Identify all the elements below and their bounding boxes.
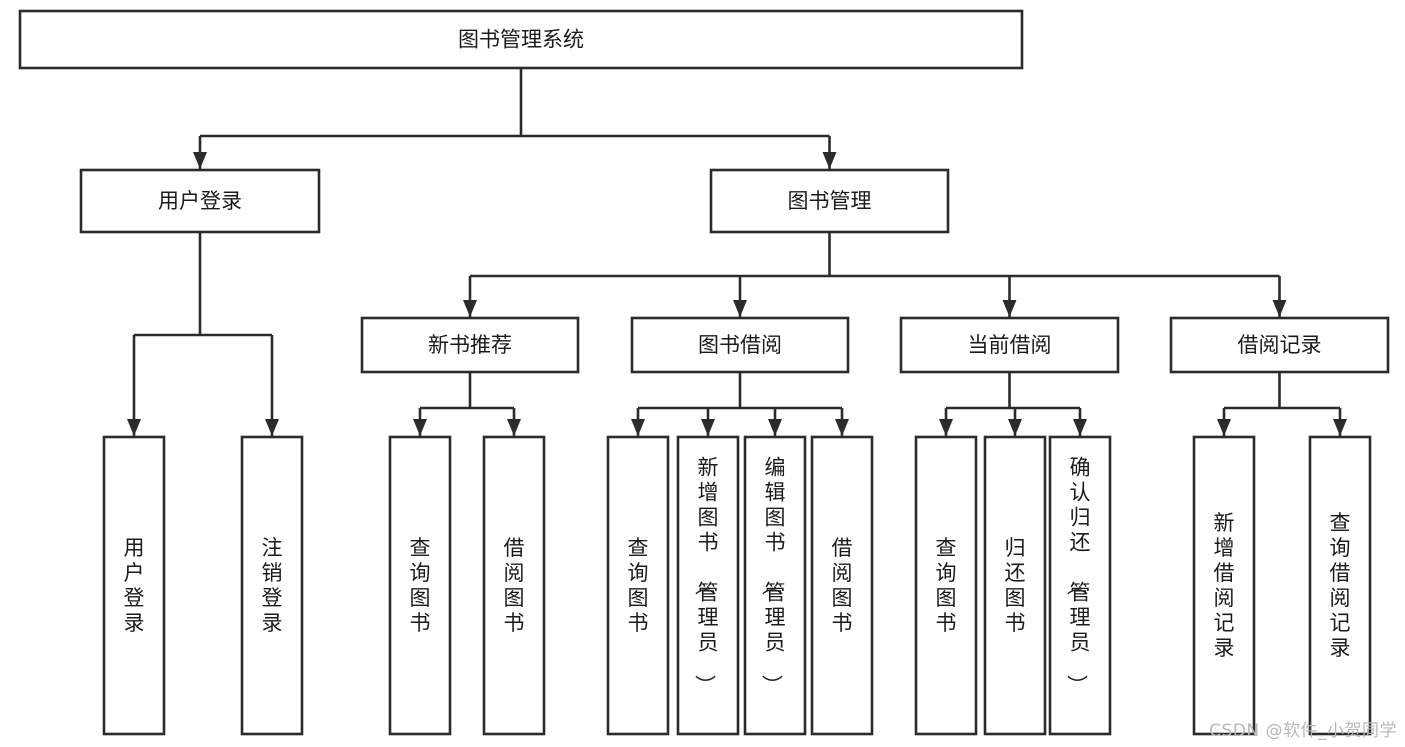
node-label-new-book-recommend: 新书推荐	[428, 333, 512, 357]
node-label-leaf-return-book: 归还图书	[1005, 536, 1026, 635]
node-leaf-add-book[interactable]: 新增图书（管理员）	[676, 435, 740, 736]
node-box-leaf-borrow-book-2	[810, 435, 874, 736]
node-box-leaf-add-book	[676, 435, 740, 736]
arrow-head-icon-level1-0	[193, 152, 207, 169]
arrow-head-icon-level2-1	[733, 300, 747, 317]
watermark-text: CSDN @软件_小贺同学	[1209, 721, 1397, 741]
node-box-leaf-confirm-return	[1048, 435, 1112, 736]
node-leaf-add-record[interactable]: 新增借阅记录	[1192, 435, 1256, 736]
node-box-leaf-add-record	[1192, 435, 1256, 736]
arrow-head-icon-leaf-1	[265, 419, 279, 436]
node-box-root	[18, 9, 1024, 70]
arrow-head-icon-leaf-3	[507, 419, 521, 436]
node-label-book-management: 图书管理	[788, 189, 872, 213]
node-label-leaf-add-record: 新增借阅记录	[1214, 511, 1235, 660]
node-box-book-management	[709, 168, 950, 234]
node-box-leaf-query-book-1	[388, 435, 452, 736]
arrow-head-icon-leaf-6	[768, 419, 782, 436]
node-label-root: 图书管理系统	[458, 28, 584, 52]
node-new-book-recommend[interactable]: 新书推荐	[360, 316, 580, 374]
node-label-leaf-add-book: 新增图书（管理员）	[693, 456, 719, 696]
node-box-leaf-edit-book	[743, 435, 807, 736]
node-leaf-user-login[interactable]: 用户登录	[102, 435, 166, 736]
node-box-current-borrow	[899, 316, 1120, 374]
node-leaf-query-book-3[interactable]: 查询图书	[914, 435, 978, 736]
node-box-leaf-user-login	[102, 435, 166, 736]
node-label-book-borrow: 图书借阅	[698, 333, 782, 357]
node-box-leaf-borrow-book-1	[482, 435, 546, 736]
arrow-head-icon-level2-0	[463, 300, 477, 317]
node-label-leaf-edit-book: 编辑图书（管理员）	[760, 456, 786, 696]
node-book-management[interactable]: 图书管理	[709, 168, 950, 234]
arrow-head-icon-leaf-10	[1073, 419, 1087, 436]
arrow-head-icon-leaf-0	[127, 419, 141, 436]
node-box-borrow-record	[1169, 316, 1390, 374]
node-box-leaf-logout-login	[240, 435, 304, 736]
node-leaf-logout-login[interactable]: 注销登录	[240, 435, 304, 736]
arrow-head-icon-leaf-5	[701, 419, 715, 436]
node-book-borrow[interactable]: 图书借阅	[630, 316, 850, 374]
node-label-leaf-user-login: 用户登录	[124, 536, 145, 635]
node-label-leaf-confirm-return: 确认归还（管理员）	[1065, 456, 1091, 696]
arrow-head-icon-leaf-12	[1333, 419, 1347, 436]
node-label-leaf-query-book-3: 查询图书	[936, 536, 957, 635]
arrow-head-icon-leaf-9	[1008, 419, 1022, 436]
node-borrow-record[interactable]: 借阅记录	[1169, 316, 1390, 374]
node-box-leaf-query-book-2	[606, 435, 670, 736]
arrow-head-icon-leaf-2	[413, 419, 427, 436]
node-box-leaf-query-book-3	[914, 435, 978, 736]
node-leaf-return-book[interactable]: 归还图书	[983, 435, 1047, 736]
arrow-head-icon-level2-2	[1002, 300, 1017, 317]
arrow-head-icon-level2-3	[1272, 300, 1287, 317]
node-leaf-query-book-2[interactable]: 查询图书	[606, 435, 670, 736]
node-leaf-confirm-return[interactable]: 确认归还（管理员）	[1048, 435, 1112, 736]
node-label-leaf-borrow-book-2: 借阅图书	[832, 536, 853, 635]
node-leaf-query-record[interactable]: 查询借阅记录	[1308, 435, 1372, 736]
node-leaf-edit-book[interactable]: 编辑图书（管理员）	[743, 435, 807, 736]
node-label-leaf-query-book-2: 查询图书	[628, 536, 649, 635]
connectors-layer	[127, 68, 1347, 436]
arrow-head-icon-leaf-4	[631, 419, 645, 436]
node-leaf-borrow-book-2[interactable]: 借阅图书	[810, 435, 874, 736]
arrow-head-icon-leaf-11	[1217, 419, 1231, 436]
node-user-login[interactable]: 用户登录	[79, 168, 321, 234]
node-box-new-book-recommend	[360, 316, 580, 374]
node-label-user-login: 用户登录	[158, 189, 242, 213]
node-label-leaf-borrow-book-1: 借阅图书	[504, 536, 525, 635]
node-label-leaf-query-record: 查询借阅记录	[1330, 511, 1351, 660]
node-label-current-borrow: 当前借阅	[968, 333, 1052, 357]
node-box-user-login	[79, 168, 321, 234]
node-label-borrow-record: 借阅记录	[1238, 333, 1322, 357]
node-box-leaf-return-book	[983, 435, 1047, 736]
node-leaf-borrow-book-1[interactable]: 借阅图书	[482, 435, 546, 736]
arrow-head-icon-level1-1	[822, 152, 837, 169]
node-leaf-query-book-1[interactable]: 查询图书	[388, 435, 452, 736]
node-label-leaf-query-book-1: 查询图书	[410, 536, 431, 635]
node-box-leaf-query-record	[1308, 435, 1372, 736]
arrow-head-icon-leaf-8	[939, 419, 953, 436]
node-label-leaf-logout-login: 注销登录	[262, 536, 283, 635]
node-current-borrow[interactable]: 当前借阅	[899, 316, 1120, 374]
node-root[interactable]: 图书管理系统	[18, 9, 1024, 70]
arrow-head-icon-leaf-7	[835, 419, 849, 436]
nodes-layer: 图书管理系统用户登录图书管理新书推荐图书借阅当前借阅借阅记录用户登录注销登录查询…	[18, 9, 1390, 736]
node-box-book-borrow	[630, 316, 850, 374]
